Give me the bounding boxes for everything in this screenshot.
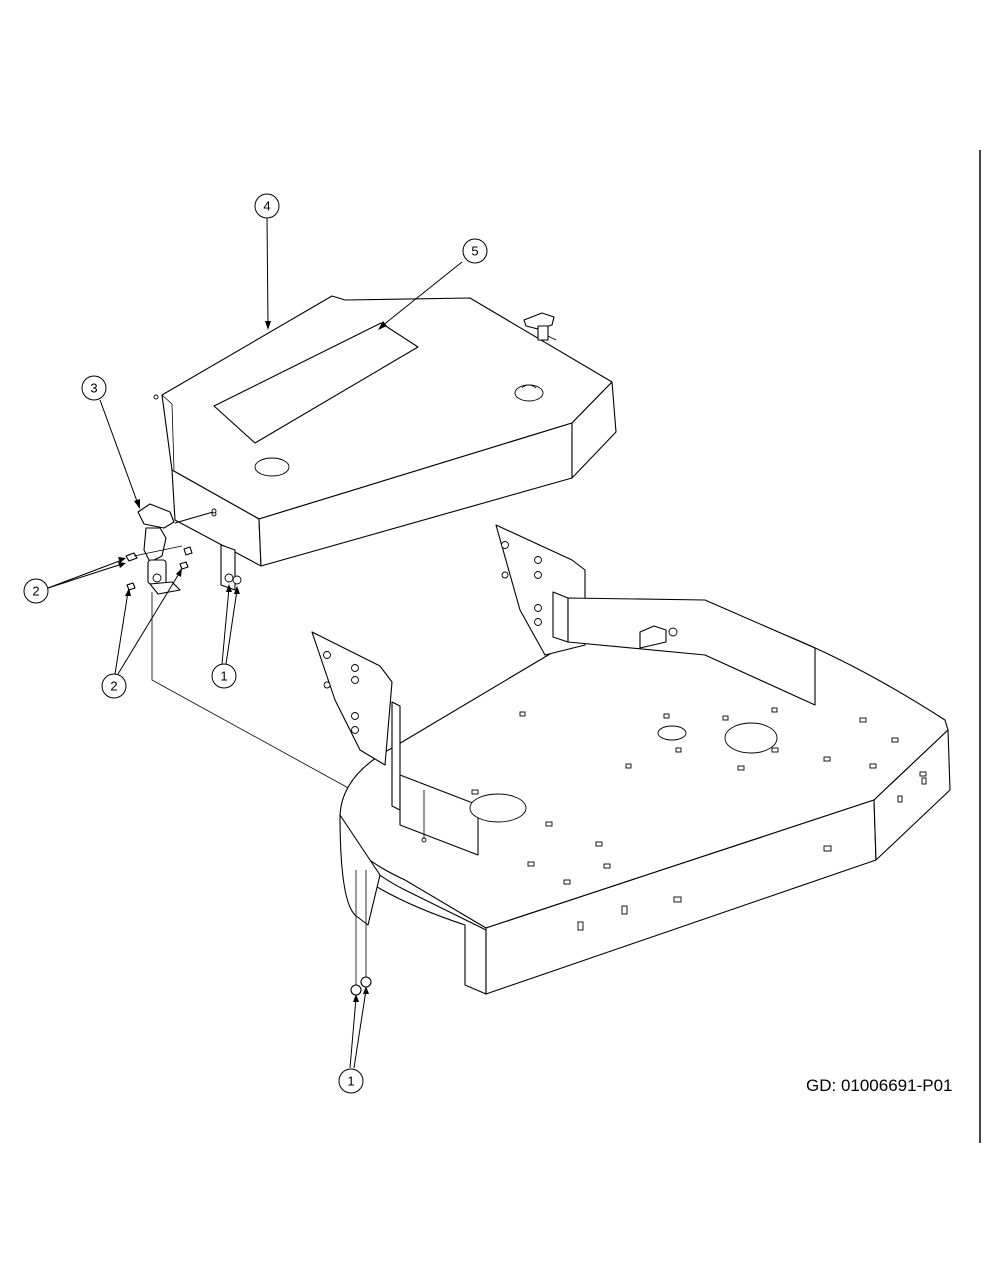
callout-1b: 1 — [338, 1068, 364, 1094]
callout-5: 5 — [462, 238, 488, 264]
deck-left-bracket — [311, 631, 393, 766]
callout-1a-label: 1 — [220, 669, 227, 684]
callout-2b: 2 — [101, 673, 127, 699]
center-spindle-hole — [657, 725, 687, 741]
rear-latch-handle — [523, 312, 557, 341]
callout-3: 3 — [81, 375, 107, 401]
callout-4: 4 — [254, 193, 280, 219]
nut-right — [360, 976, 372, 988]
callout-2a-label: 2 — [32, 584, 39, 599]
cover-bracket — [220, 544, 236, 591]
cover-plate — [153, 295, 617, 591]
cover-hole-rear — [514, 384, 544, 402]
callout-2a: 2 — [23, 578, 49, 604]
callout-5-label: 5 — [471, 244, 478, 259]
callout-1b-label: 1 — [347, 1074, 354, 1089]
drawing-id: GD: 01006691-P01 — [806, 1076, 953, 1095]
callout-1a: 1 — [211, 663, 237, 689]
callout-3-label: 3 — [90, 381, 97, 396]
callout-4-label: 4 — [263, 199, 270, 214]
left-spindle-hole — [469, 793, 527, 823]
right-spindle-hole — [724, 722, 778, 754]
callout-leaders — [47, 217, 463, 1069]
page-border-line — [979, 150, 981, 1143]
label-plate — [213, 322, 419, 444]
callout-2b-label: 2 — [110, 679, 117, 694]
nut-left — [350, 984, 362, 996]
cover-hole-front — [254, 457, 290, 477]
mower-deck — [311, 524, 951, 996]
